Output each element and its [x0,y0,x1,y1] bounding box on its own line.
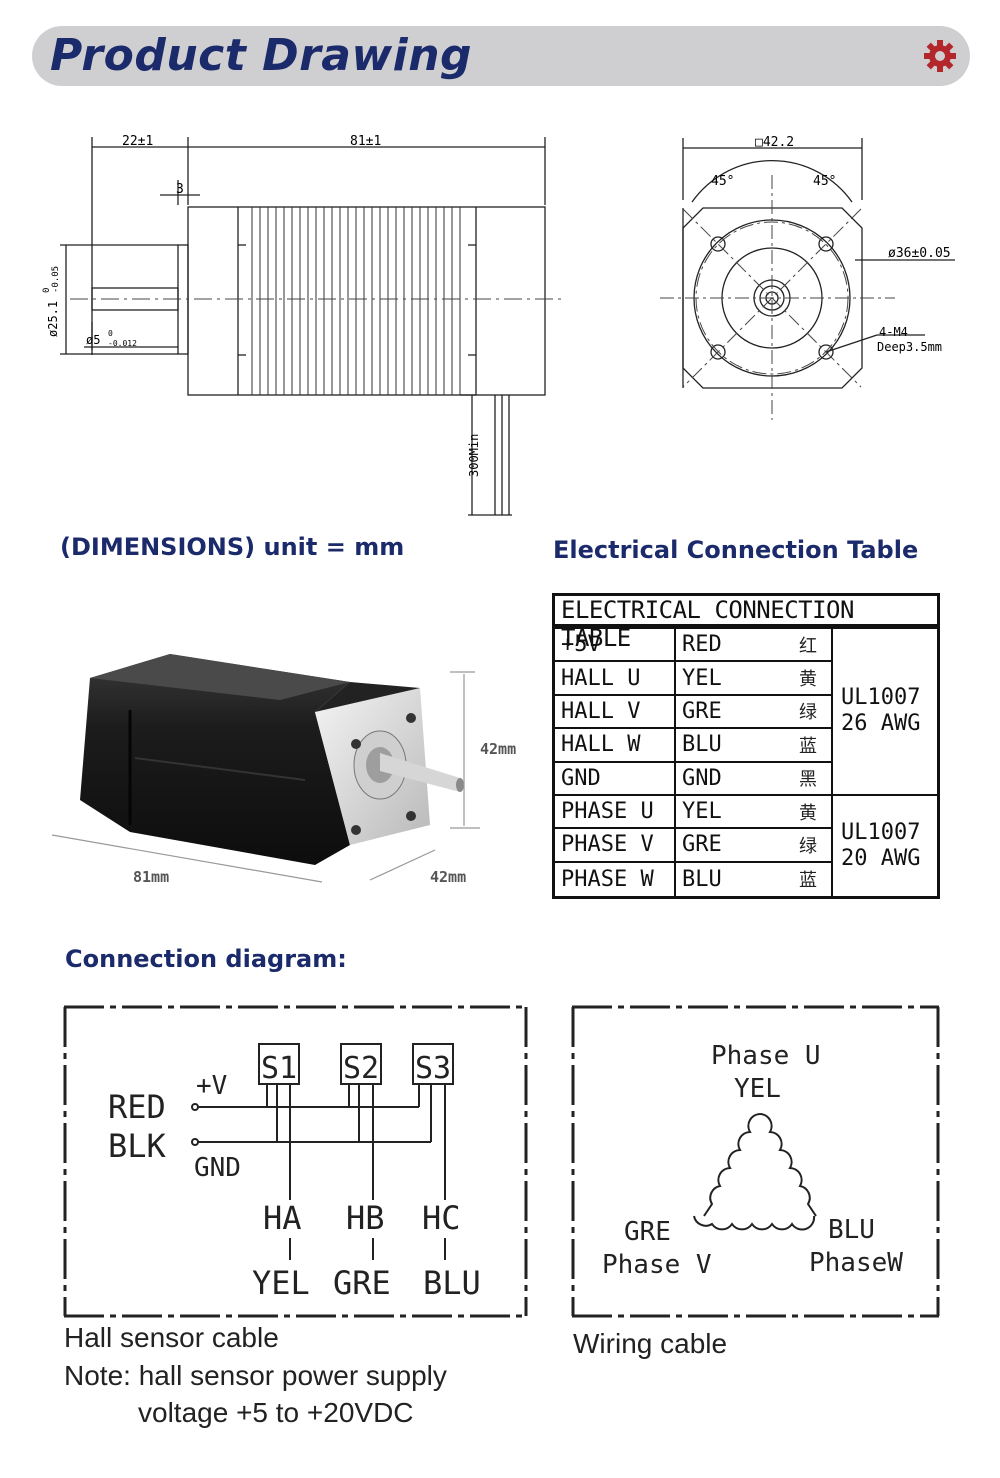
phase-w-label: PhaseW [809,1248,903,1278]
gnd-label: GND [194,1153,241,1183]
sensor-s2-label: S2 [343,1051,379,1086]
vplus-label: +V [196,1071,227,1101]
color-zh: 黄 [799,802,817,824]
dim-pilot-tol-upper: 0 [42,288,52,293]
holes-label: 4-M4 [879,325,908,339]
color-zh: 绿 [799,702,817,724]
hall-sensor-diagram: RED BLK +V GND S1 S2 S3 HA HB HC YEL GRE… [63,1005,528,1318]
sensor-s3-label: S3 [415,1051,451,1086]
ha-label: HA [263,1199,302,1237]
gear-icon [924,40,956,72]
dim-lead-label: 300Min [467,434,481,477]
blk-label: BLK [108,1127,167,1165]
color-code: BLU [682,866,722,892]
wire-spec-line2: 20 AWG [841,845,921,871]
dim-pilot-tol-lower: -0.05 [51,266,61,293]
dim-pilot-label: ø25.1 [46,301,60,337]
dim-step-label: 3 [176,182,184,197]
electrical-connection-table: ELECTRICAL CONNECTION TABLE +5V RED 红 HAL… [552,593,940,899]
color-zh: 绿 [799,835,817,857]
angle-right-label: 45° [813,174,836,189]
table-title: ELECTRICAL CONNECTION TABLE [552,593,940,652]
color-code: GRE [682,698,722,724]
table-cell-color: RED 红 [676,629,833,663]
color-zh: 红 [799,635,817,657]
table-cell-color: GND 黑 [676,762,833,796]
table-cell-signal: HALL W [555,729,676,763]
wire-spec-hall: UL1007 26 AWG [833,629,937,796]
angle-left-label: 45° [711,174,734,189]
color-code: YEL [682,665,722,691]
holes-depth-label: Deep3.5mm [877,340,942,354]
hb-label: HB [346,1199,385,1237]
table-cell-signal: GND [555,762,676,796]
table-cell-signal: HALL U [555,662,676,696]
color-code: GRE [682,832,722,858]
phase-u-label: Phase U [711,1041,821,1071]
table-cell-color: BLU 蓝 [676,862,833,896]
wiring-diagram: Phase U YEL GRE Phase V BLU PhaseW [571,1005,940,1318]
color-code: BLU [682,732,722,758]
wire-spec-line1: UL1007 [841,685,921,711]
electrical-heading: Electrical Connection Table [553,536,919,564]
wire-spec-line2: 26 AWG [841,711,921,737]
motor-photo: 42mm 81mm 42mm [51,654,516,886]
table-cell-color: GRE 绿 [676,695,833,730]
table-cell-color: YEL 黄 [676,795,833,830]
color-zh: 黄 [799,669,817,691]
dim-shaft-tol-lower: -0.012 [108,339,137,348]
phase-v-color-label: GRE [624,1217,671,1247]
blu-label: BLU [423,1264,481,1302]
wiring-cable-caption: Wiring cable [573,1328,728,1359]
photo-width-label: 42mm [430,868,466,886]
dim-square-label: □42.2 [755,135,794,150]
table-cell-color: BLU 蓝 [676,729,833,763]
side-view-drawing: 22±1 81±1 3 ø25.1 0 -0.05 ø5 0 -0.012 30… [42,134,565,516]
phase-w-color-label: BLU [828,1215,875,1245]
dimensions-heading: (DIMENSIONS) unit = mm [60,533,405,561]
sensor-s1-label: S1 [261,1051,297,1086]
color-zh: 蓝 [799,735,817,757]
color-code: GND [682,765,722,791]
table-cell-signal: PHASE W [555,862,676,896]
dim-flange-label: 22±1 [122,134,153,149]
page-title: Product Drawing [50,30,473,81]
red-label: RED [108,1088,166,1126]
table-cell-signal: PHASE V [555,829,676,863]
power-note-voltage: voltage +5 to +20VDC [138,1397,414,1428]
delta-winding-icon [693,1113,817,1231]
dim-shaft-label: ø5 [86,333,100,347]
front-view-drawing: □42.2 45° 45° ø36±0.05 4-M4 Deep3.5mm [660,135,955,420]
hc-label: HC [422,1199,461,1237]
photo-height-label: 42mm [480,740,516,758]
color-zh: 蓝 [799,870,817,892]
table-cell-signal: PHASE U [555,795,676,830]
color-code: RED [682,632,722,658]
table-cell-color: YEL 黄 [676,662,833,696]
phase-u-color-label: YEL [734,1074,781,1104]
table-cell-signal: +5V [555,629,676,663]
power-note: Note: hall sensor power supply [64,1360,447,1391]
gre-label: GRE [333,1264,391,1302]
hall-cable-caption: Hall sensor cable [64,1322,279,1353]
dim-length-label: 81±1 [350,134,381,149]
color-code: YEL [682,799,722,825]
yel-label: YEL [252,1264,310,1302]
phase-v-label: Phase V [602,1250,712,1280]
photo-length-label: 81mm [133,868,169,886]
wire-spec-line1: UL1007 [841,819,921,845]
wire-spec-phase: UL1007 20 AWG [833,796,937,896]
table-cell-signal: HALL V [555,695,676,730]
title-banner: Product Drawing [32,26,970,86]
dim-shaft-tol-upper: 0 [108,329,113,338]
color-zh: 黑 [799,769,817,791]
connection-heading: Connection diagram: [65,945,347,973]
dim-bolt-circle-label: ø36±0.05 [888,246,951,261]
table-cell-color: GRE 绿 [676,829,833,863]
